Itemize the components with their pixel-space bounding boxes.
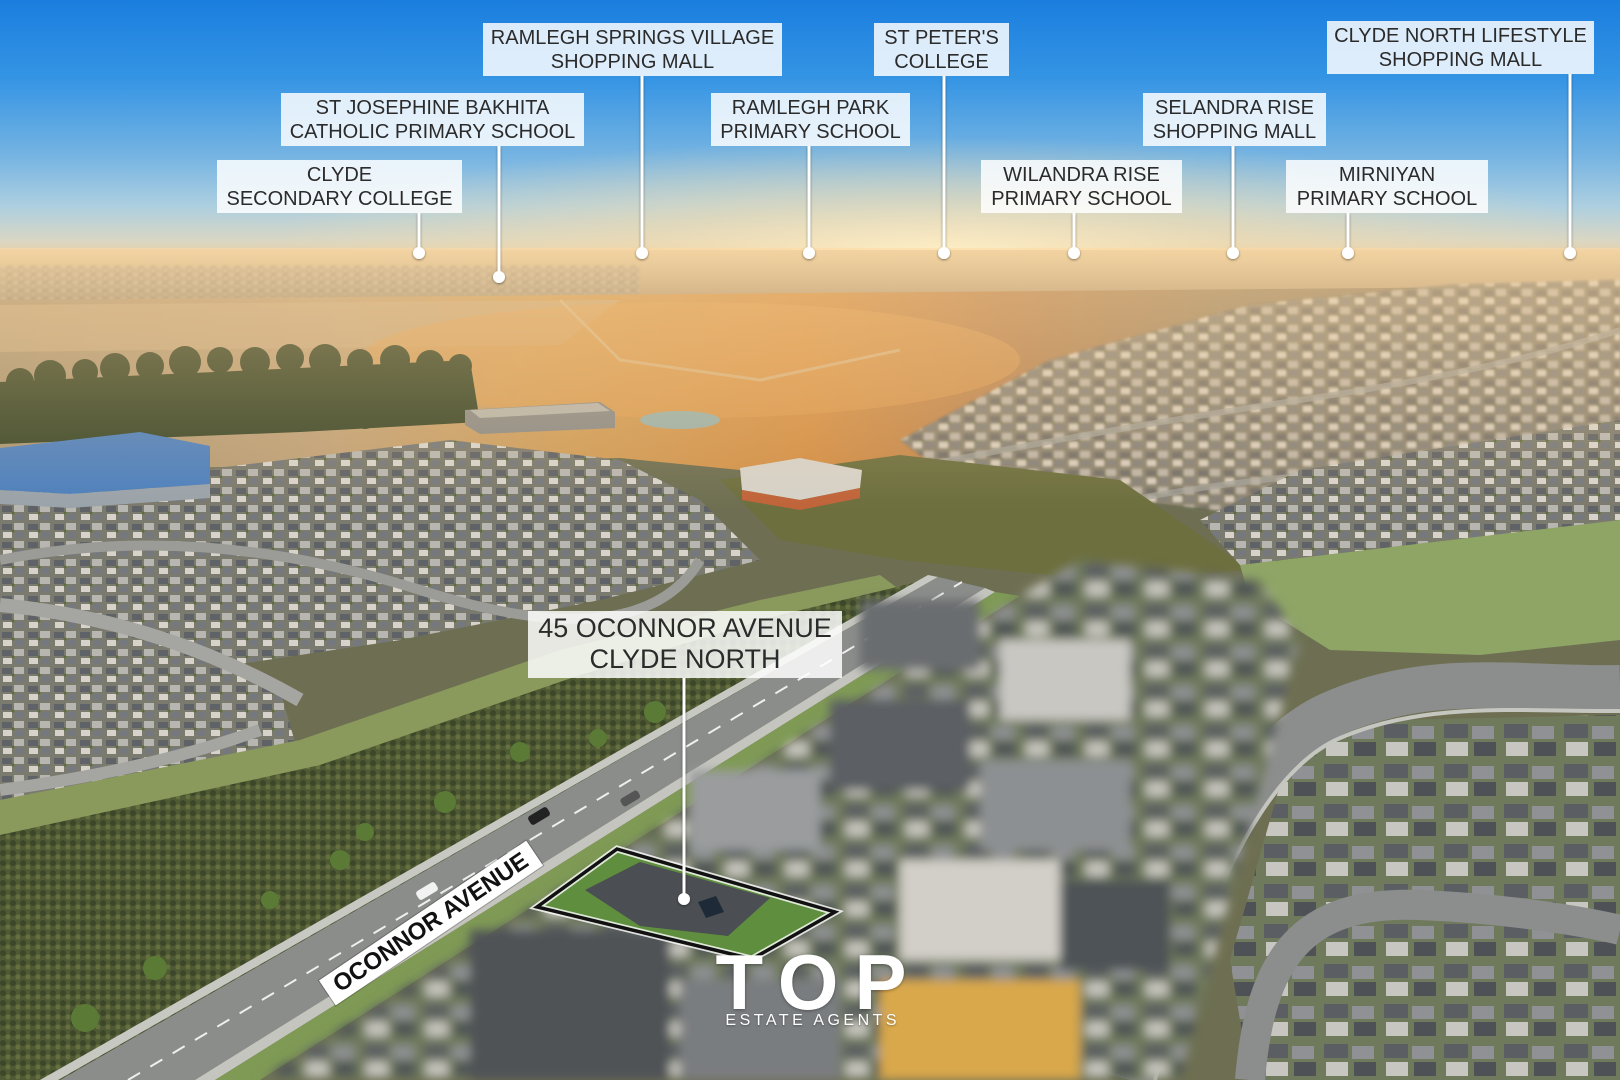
landmark-label-line1: ST PETER'S bbox=[884, 27, 999, 49]
suburb-left-street bbox=[0, 540, 705, 624]
property-address-line1: 45 OCONNOR AVENUE bbox=[538, 613, 832, 643]
landmark-marker bbox=[938, 247, 950, 259]
landmark-marker bbox=[803, 247, 815, 259]
property-address-label: 45 OCONNOR AVENUE CLYDE NORTH bbox=[528, 611, 842, 678]
landmark-label-line2: PRIMARY SCHOOL bbox=[720, 121, 901, 143]
lower-left-street bbox=[0, 724, 263, 796]
landmark-marker bbox=[1342, 247, 1354, 259]
car bbox=[416, 882, 438, 900]
property-address-line2: CLYDE NORTH bbox=[589, 644, 781, 674]
car bbox=[528, 807, 550, 825]
park bbox=[1240, 520, 1620, 655]
landmark-label-st-peters: ST PETER'S COLLEGE bbox=[874, 23, 1009, 76]
foreground-houses-blurred bbox=[260, 560, 1300, 1080]
landmark-label-line2: SHOPPING MALL bbox=[550, 51, 715, 73]
landmark-label-line2: CATHOLIC PRIMARY SCHOOL bbox=[289, 121, 576, 143]
landmark-label-line1: RAMLEGH PARK bbox=[731, 97, 890, 119]
landmark-label-line2: PRIMARY SCHOOL bbox=[1296, 188, 1478, 210]
landmark-marker bbox=[1227, 247, 1239, 259]
agency-logo-tagline: ESTATE AGENTS bbox=[725, 1012, 901, 1029]
landmark-label-line1: SELANDRA RISE bbox=[1155, 97, 1314, 119]
lower-left-street bbox=[0, 598, 304, 707]
footpath-left bbox=[40, 575, 938, 1080]
landmark-label-line1: CLYDE bbox=[306, 164, 373, 186]
landmark-label-line1: WILANDRA RISE bbox=[1003, 164, 1160, 186]
landmark-marker bbox=[1068, 247, 1080, 259]
landmark-label-line1: MIRNIYAN bbox=[1338, 164, 1436, 186]
property-solar-panels bbox=[698, 896, 724, 918]
landmark-label-ramlegh-park: RAMLEGH PARK PRIMARY SCHOOL bbox=[711, 93, 910, 146]
landmark-label-wilandra-rise: WILANDRA RISE PRIMARY SCHOOL bbox=[981, 160, 1182, 213]
landmark-label-line2: SECONDARY COLLEGE bbox=[226, 188, 453, 210]
landmark-label-st-josephine-bakhita: ST JOSEPHINE BAKHITA CATHOLIC PRIMARY SC… bbox=[281, 93, 584, 146]
landmark-marker bbox=[493, 271, 505, 283]
landmark-label-ramlegh-springs-village: RAMLEGH SPRINGS VILLAGE SHOPPING MALL bbox=[483, 23, 782, 76]
landmark-label-line2: SHOPPING MALL bbox=[1378, 49, 1543, 71]
landmark-label-clyde-secondary-college: CLYDE SECONDARY COLLEGE bbox=[217, 160, 462, 213]
landmark-label-line1: ST JOSEPHINE BAKHITA bbox=[315, 97, 550, 119]
landmark-marker bbox=[413, 247, 425, 259]
landmark-label-line1: CLYDE NORTH LIFESTYLE bbox=[1334, 25, 1587, 47]
inner-street bbox=[1235, 889, 1620, 1080]
landmark-label-line2: SHOPPING MALL bbox=[1152, 121, 1317, 143]
property-boundary-outline bbox=[532, 847, 840, 961]
car bbox=[620, 790, 641, 807]
street-trees bbox=[71, 701, 666, 1032]
landmark-label-line2: PRIMARY SCHOOL bbox=[991, 188, 1172, 210]
landmark-marker bbox=[1564, 247, 1576, 259]
landmark-marker bbox=[636, 247, 648, 259]
scrub-reserve bbox=[0, 578, 935, 1080]
landmark-label-line2: COLLEGE bbox=[894, 51, 989, 73]
landmark-label-line1: RAMLEGH SPRINGS VILLAGE bbox=[490, 27, 775, 49]
landmark-label-clyde-north-lifestyle: CLYDE NORTH LIFESTYLE SHOPPING MALL bbox=[1327, 21, 1594, 74]
landmark-label-selandra-rise: SELANDRA RISE SHOPPING MALL bbox=[1143, 93, 1326, 146]
property-roof bbox=[585, 862, 770, 936]
horizon-haze bbox=[0, 248, 1620, 508]
agency-logo-wordmark: TOP bbox=[715, 938, 923, 1026]
property-marker bbox=[678, 893, 690, 905]
main-road bbox=[60, 577, 985, 1080]
nature-strip bbox=[215, 592, 1020, 1080]
landmark-label-mirniyan: MIRNIYAN PRIMARY SCHOOL bbox=[1286, 160, 1488, 213]
